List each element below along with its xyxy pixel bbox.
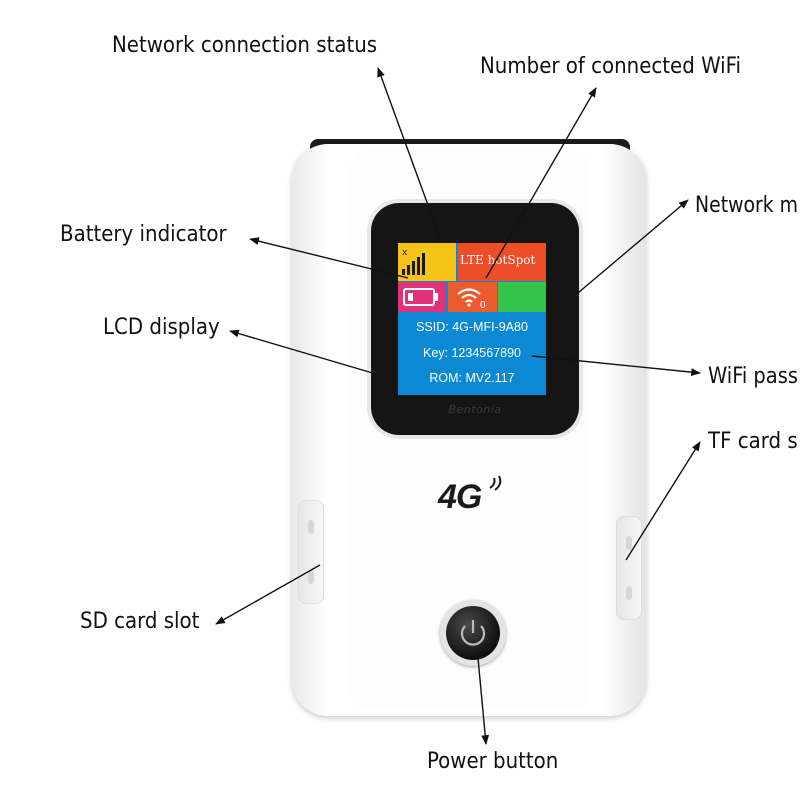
label-network-mode: Network m <box>695 193 799 218</box>
arrow-wifi-pass <box>531 355 701 377</box>
label-lcd-display: LCD display <box>103 315 220 340</box>
arrow-lcd <box>229 329 377 375</box>
power-button-face[interactable] <box>446 606 500 660</box>
network-mode-text: LTE hotSpot <box>460 253 536 267</box>
signal-tile: x <box>398 243 456 281</box>
battery-tile <box>398 282 446 312</box>
wifi-tile: 0 <box>448 282 497 312</box>
network-waves-icon <box>489 475 502 491</box>
label-sd-card-slot: SD card slot <box>80 609 200 634</box>
label-wifi-password: WiFi pass <box>708 364 799 389</box>
power-icon <box>460 620 486 646</box>
battery-icon <box>403 288 438 306</box>
4g-logo: 4G <box>438 478 482 516</box>
lcd-display: x LTE hotSpot 0 <box>398 243 546 395</box>
sd-card-slot-cover <box>298 500 324 604</box>
arrow-network-mode <box>571 199 689 299</box>
tf-card-slot-cover <box>616 516 642 620</box>
slot-groove <box>626 586 632 600</box>
arrow-sd-card <box>215 564 321 625</box>
brand-logo: Bentonia <box>448 403 502 416</box>
slot-groove <box>308 520 314 534</box>
label-tf-card-slot: TF card s <box>708 429 798 454</box>
arrow-network-status <box>377 67 441 239</box>
arrow-connected-wifi <box>485 87 597 279</box>
status-tile <box>498 282 546 312</box>
rom-version-text: ROM: MV2.117 <box>429 371 515 385</box>
label-power-button: Power button <box>427 749 559 774</box>
arrow-power <box>477 657 490 745</box>
label-network-connection-status: Network connection status <box>112 33 378 58</box>
svg-text:x: x <box>402 248 408 258</box>
arrow-tf-card <box>625 441 701 561</box>
signal-bars-icon: x <box>402 248 425 275</box>
wifi-icon: 0 <box>457 288 486 311</box>
wifi-key-text: Key: 1234567890 <box>422 346 521 360</box>
connected-count: 0 <box>480 300 486 311</box>
ssid-text: SSID: 4G-MFI-9A80 <box>416 320 528 334</box>
slot-groove <box>626 536 632 550</box>
label-battery-indicator: Battery indicator <box>60 222 227 247</box>
arrow-battery <box>249 237 409 279</box>
slot-groove <box>308 570 314 584</box>
label-number-of-connected-wifi: Number of connected WiFi <box>480 54 741 79</box>
